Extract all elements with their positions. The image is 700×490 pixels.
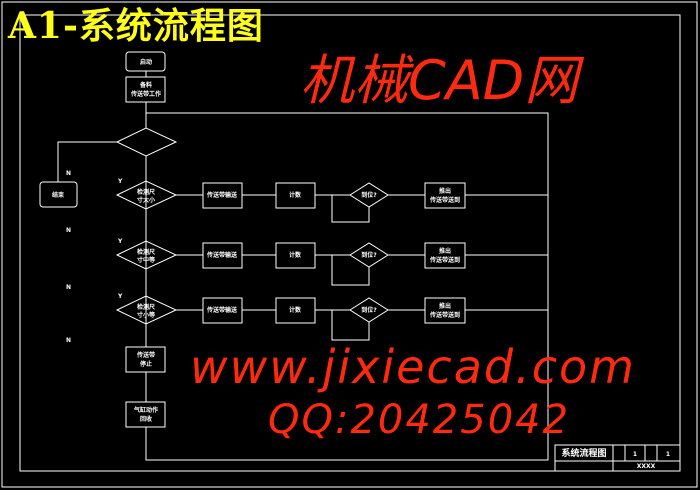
- yes-label: Y: [117, 293, 123, 300]
- count-label: 计数: [289, 191, 302, 199]
- title-block: 系统流程图 1 1 XXXX: [554, 444, 680, 471]
- check-label: 检测尺: [137, 188, 155, 196]
- check-label: 寸小等: [137, 311, 155, 319]
- watermark-url: www.jixiecad.com: [190, 340, 636, 394]
- check-label: 寸大小: [137, 196, 155, 204]
- stop-label: 传送带: [136, 351, 155, 359]
- position-label: 到位?: [361, 306, 377, 314]
- check-label: 检测尺: [137, 303, 155, 311]
- no-label: N: [66, 337, 71, 344]
- check-label: 检测尺: [137, 248, 155, 256]
- push-box: [424, 297, 466, 324]
- feedback-loop: [331, 195, 370, 223]
- yes-label: Y: [117, 178, 123, 185]
- push-label: 传送带送到: [429, 311, 460, 319]
- feed-box: [125, 76, 166, 103]
- stop-label: 停止: [140, 360, 152, 368]
- end-label: 结束: [52, 191, 65, 199]
- cylinder-label: 气缸动作: [133, 406, 158, 414]
- drawing-code: XXXX: [637, 463, 656, 470]
- scale-value: 1: [633, 451, 637, 458]
- push-box: [424, 242, 466, 269]
- feed-label: 备料: [139, 81, 152, 89]
- position-label: 到位?: [361, 191, 377, 199]
- check-label: 寸中等: [137, 256, 155, 264]
- sheet-value: 1: [666, 451, 670, 458]
- loop-line: [145, 112, 549, 461]
- no-label: N: [66, 170, 71, 177]
- feedback-loop: [331, 310, 370, 341]
- push-label: 传送带送到: [429, 256, 460, 264]
- push-label: 推出: [439, 247, 451, 255]
- yes-label: Y: [117, 238, 123, 245]
- stop-box: [125, 346, 166, 373]
- decision-diamond: [115, 127, 178, 157]
- inner-border: [19, 14, 681, 472]
- cylinder-label: 回收: [140, 415, 152, 423]
- cylinder-box: [125, 401, 166, 428]
- no-label: N: [66, 227, 71, 234]
- no-label: N: [66, 284, 71, 291]
- push-label: 推出: [439, 187, 451, 195]
- push-label: 推出: [439, 302, 451, 310]
- conveyor-label: 传送带输送: [206, 251, 238, 259]
- drawing-name: 系统流程图: [561, 447, 606, 459]
- feed-label: 传送带工作: [130, 90, 161, 98]
- watermark-qq: QQ:20425042: [268, 397, 571, 443]
- position-label: 到位?: [361, 251, 377, 259]
- start-label: 启动: [140, 58, 152, 66]
- end-box: [39, 181, 78, 208]
- count-label: 计数: [289, 251, 302, 259]
- page-title: A1-系统流程图: [8, 5, 264, 47]
- watermark-text: 机械CAD网: [300, 49, 579, 112]
- count-label: 计数: [289, 306, 302, 314]
- push-label: 传送带送到: [429, 196, 460, 204]
- conveyor-label: 传送带输送: [206, 191, 238, 199]
- push-box: [424, 182, 466, 209]
- feedback-loop: [331, 255, 370, 286]
- conveyor-label: 传送带输送: [206, 306, 238, 314]
